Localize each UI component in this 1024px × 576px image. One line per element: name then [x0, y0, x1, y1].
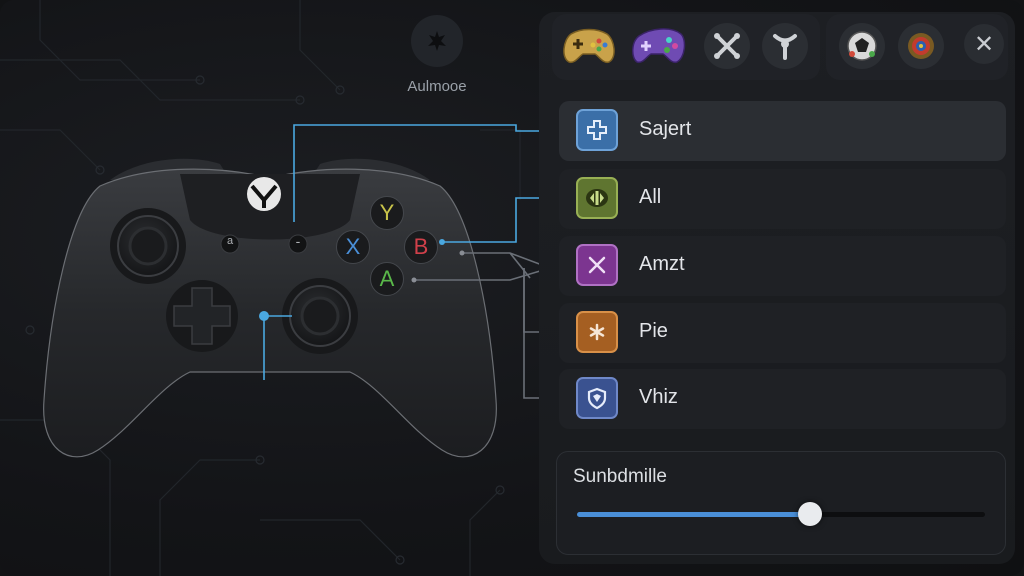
mapping-icon-tile	[576, 109, 618, 151]
aulmooe-label: Aulmooe	[407, 78, 467, 95]
game-controller	[43, 158, 497, 458]
purple-gamepad-icon	[632, 28, 686, 64]
mapping-icon-tile	[576, 311, 618, 353]
tab-purple-gamepad[interactable]	[630, 18, 688, 74]
sensitivity-card: Sunbdmille	[556, 451, 1006, 555]
ring-tab-circle	[898, 23, 944, 69]
mapping-row-sajert[interactable]: Sajert	[559, 101, 1006, 161]
soccer-tab-circle	[839, 23, 885, 69]
close-button[interactable]: ✕	[964, 24, 1004, 64]
gold-gamepad-icon	[563, 28, 615, 64]
tab-bones[interactable]	[698, 18, 756, 74]
mapping-icon-tile	[576, 244, 618, 286]
tab-soccer[interactable]	[833, 18, 891, 74]
mapping-icon-tile	[576, 377, 618, 419]
soccer-ball-icon	[847, 31, 877, 61]
bones-icon	[714, 33, 740, 59]
b-button[interactable]: B	[404, 230, 438, 264]
dpad-icon	[586, 189, 608, 207]
a-button[interactable]: A	[370, 262, 404, 296]
fourpad-icon	[587, 120, 607, 140]
mapping-row-pie[interactable]: Pie	[559, 303, 1006, 363]
shield-icon	[587, 387, 607, 410]
y-button[interactable]: Y	[370, 196, 404, 230]
slingshot-icon	[773, 34, 797, 60]
cross-icon	[588, 256, 606, 274]
mapping-label: Sajert	[639, 118, 692, 140]
tab-slingshot[interactable]	[756, 18, 814, 74]
asterisk-icon	[589, 323, 605, 341]
mapping-label: Pie	[639, 320, 668, 342]
mapping-row-all[interactable]: All	[559, 169, 1006, 229]
tab-gold-gamepad[interactable]	[560, 18, 618, 74]
mapping-label: Amzt	[639, 253, 685, 275]
mapping-icon-tile	[576, 177, 618, 219]
mapping-row-amzt[interactable]: Amzt	[559, 236, 1006, 296]
mapping-label: All	[639, 186, 662, 208]
slingshot-tab-circle	[762, 23, 808, 69]
view-button[interactable]: a	[226, 235, 234, 247]
slider-thumb[interactable]	[797, 502, 822, 526]
joystick-icon	[428, 31, 446, 51]
slider-label: Sunbdmille	[573, 466, 667, 487]
menu-button[interactable]: -	[295, 233, 301, 249]
close-icon: ✕	[973, 30, 995, 58]
profile-tabs: ✕	[552, 14, 1008, 80]
x-button[interactable]: X	[336, 230, 370, 264]
ring-icon	[908, 33, 934, 59]
mapping-row-vhiz[interactable]: Vhiz	[559, 369, 1006, 429]
slider-fill	[577, 512, 810, 517]
bones-tab-circle	[704, 23, 750, 69]
mapping-label: Vhiz	[639, 386, 678, 408]
tab-ring[interactable]	[892, 18, 950, 74]
slider-track[interactable]	[577, 502, 985, 526]
aulmooe-button[interactable]	[411, 15, 463, 67]
